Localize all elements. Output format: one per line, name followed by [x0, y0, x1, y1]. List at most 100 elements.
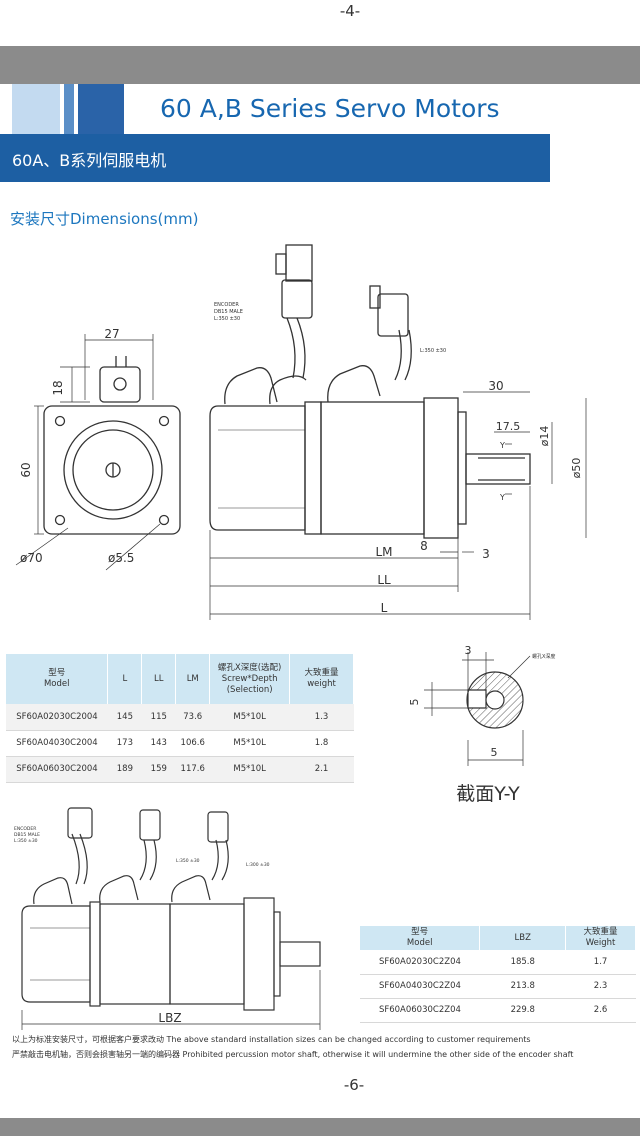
- y-mark-top: Y: [499, 441, 505, 450]
- dim-phi50: ø50: [570, 458, 583, 479]
- cell-l: 173: [107, 730, 142, 757]
- power-note: L:350 ±30: [420, 348, 446, 354]
- cell-weight: 1.7: [565, 950, 636, 975]
- dim-phi70: ø70: [20, 551, 43, 565]
- dim-lm: LM: [375, 545, 392, 559]
- dim-30: 30: [488, 379, 503, 393]
- note-line-1: 以上为标准安装尺寸，可根据客户要求改动 The above standard i…: [12, 1035, 531, 1044]
- cell-l: 189: [107, 756, 142, 783]
- brake-encoder-note-3: L:350 ±30: [14, 838, 38, 844]
- dim-60: 60: [19, 462, 33, 477]
- section-dim-5-horizontal: 5: [491, 746, 498, 759]
- table-row: SF60A04030C2004 173 143 106.6 M5*10L 1.8: [6, 730, 354, 757]
- cell-lm: 117.6: [175, 756, 210, 783]
- section-label: 截面Y-Y: [456, 783, 520, 805]
- cell-model: SF60A04030C2004: [6, 730, 108, 757]
- cell-lm: 73.6: [175, 704, 210, 731]
- cell-screw: M5*10L: [209, 704, 290, 731]
- brake-encoder-note-2: DB15 MALE: [14, 832, 40, 838]
- page-title: 60 A,B Series Servo Motors: [160, 94, 500, 123]
- th-model-en: Model: [43, 679, 70, 689]
- cell-weight: 2.6: [565, 998, 636, 1023]
- cell-lm: 106.6: [175, 730, 210, 757]
- tb-th-lbz: LBZ: [514, 932, 531, 943]
- cell-screw: M5*10L: [209, 756, 290, 783]
- tb-th-model-en: Model: [406, 938, 433, 948]
- motor-front-view: [43, 356, 181, 535]
- cell-ll: 159: [141, 756, 176, 783]
- top-gray-band: [0, 46, 640, 84]
- dim-17-5: 17.5: [496, 420, 521, 433]
- dim-27: 27: [104, 327, 119, 341]
- section-dim-5-vertical: 5: [408, 699, 421, 706]
- th-ll: LL: [154, 673, 164, 684]
- table-row: SF60A06030C2Z04 229.8 2.6: [360, 998, 636, 1023]
- front-dimension-lines: [15, 334, 161, 571]
- dim-phi14: ø14: [538, 426, 551, 447]
- section-y-y-drawing: 3 5 5 螺孔X深度 截面Y-Y: [408, 644, 555, 805]
- tb-th-weight-cn: 大致重量: [583, 927, 618, 937]
- dim-8: 8: [420, 539, 428, 553]
- cell-model: SF60A02030C2Z04: [360, 950, 480, 975]
- table-row: SF60A04030C2Z04 213.8 2.3: [360, 974, 636, 999]
- dim-3: 3: [482, 547, 490, 561]
- th-l: L: [122, 673, 128, 684]
- section-dim-3: 3: [465, 644, 472, 657]
- th-lm: LM: [186, 673, 199, 684]
- section-hole-note: 螺孔X深度: [532, 653, 555, 660]
- dim-phi55: ø5.5: [108, 551, 134, 565]
- cell-lbz: 229.8: [479, 998, 566, 1023]
- cell-model: SF60A04030C2Z04: [360, 974, 480, 999]
- title-stripes-decoration: [12, 84, 124, 134]
- table-row: SF60A02030C2Z04 185.8 1.7: [360, 950, 636, 975]
- dim-lbz: LBZ: [158, 1011, 181, 1025]
- cell-ll: 115: [141, 704, 176, 731]
- cell-weight: 2.1: [289, 756, 354, 783]
- cell-lbz: 185.8: [479, 950, 566, 975]
- tb-th-model-cn: 型号: [411, 927, 429, 937]
- subtitle-bar: 60A、B系列伺服电机: [0, 134, 550, 182]
- y-mark-bottom: Y: [499, 493, 505, 502]
- dim-ll: LL: [377, 573, 391, 587]
- th-weight-en: weight: [307, 679, 336, 689]
- tb-th-weight-en: Weight: [585, 938, 616, 948]
- cell-l: 145: [107, 704, 142, 731]
- table-row: SF60A06030C2004 189 159 117.6 M5*10L 2.1: [6, 756, 354, 783]
- dimensions-heading: 安装尺寸Dimensions(mm): [10, 210, 199, 228]
- bottom-gray-band: [0, 1118, 640, 1136]
- encoder-note-3: L:350 ±30: [214, 316, 240, 322]
- th-weight-cn: 大致重量: [304, 668, 339, 678]
- th-model-cn: 型号: [48, 668, 66, 678]
- encoder-note-1: ENCODER: [214, 302, 239, 308]
- cell-ll: 143: [141, 730, 176, 757]
- encoder-note-2: DB15 MALE: [214, 309, 243, 315]
- power-cable: [327, 285, 412, 403]
- side-dimension-lines: [209, 391, 587, 620]
- brake-motor-drawing: ENCODER DB15 MALE L:350 ±30 L:350 ±30 L:…: [14, 807, 321, 1030]
- dim-18: 18: [51, 380, 65, 395]
- subtitle-text: 60A、B系列伺服电机: [12, 151, 167, 170]
- table-row: SF60A02030C2004 145 115 73.6 M5*10L 1.3: [6, 704, 354, 731]
- brake-encoder-note-1: ENCODER: [14, 826, 36, 832]
- brake-brake-note: L:300 ±30: [246, 862, 270, 868]
- cell-weight: 2.3: [565, 974, 636, 999]
- cell-weight: 1.8: [289, 730, 354, 757]
- motor-side-view: [209, 397, 531, 539]
- cell-screw: M5*10L: [209, 730, 290, 757]
- top-page-number: -4-: [339, 2, 361, 20]
- cell-model: SF60A06030C2004: [6, 756, 108, 783]
- brake-power-note: L:350 ±30: [176, 858, 200, 864]
- dim-l: L: [381, 601, 388, 615]
- encoder-cable: [224, 244, 313, 405]
- cell-weight: 1.3: [289, 704, 354, 731]
- cell-model: SF60A02030C2004: [6, 704, 108, 731]
- th-screw-en: Screw*Depth (Selection): [221, 673, 278, 695]
- th-screw-cn: 螺孔X深度(选配): [217, 662, 282, 673]
- cell-model: SF60A06030C2Z04: [360, 998, 480, 1023]
- motor-dimension-drawing: 27 18 60 ø70 ø5.5 ENCODER DB15 MALE L:35…: [15, 244, 587, 620]
- bottom-page-number: -6-: [343, 1076, 365, 1094]
- cell-lbz: 213.8: [479, 974, 566, 999]
- note-line-2: 严禁敲击电机轴，否则会损害轴另一端的编码器 Prohibited percuss…: [12, 1050, 574, 1059]
